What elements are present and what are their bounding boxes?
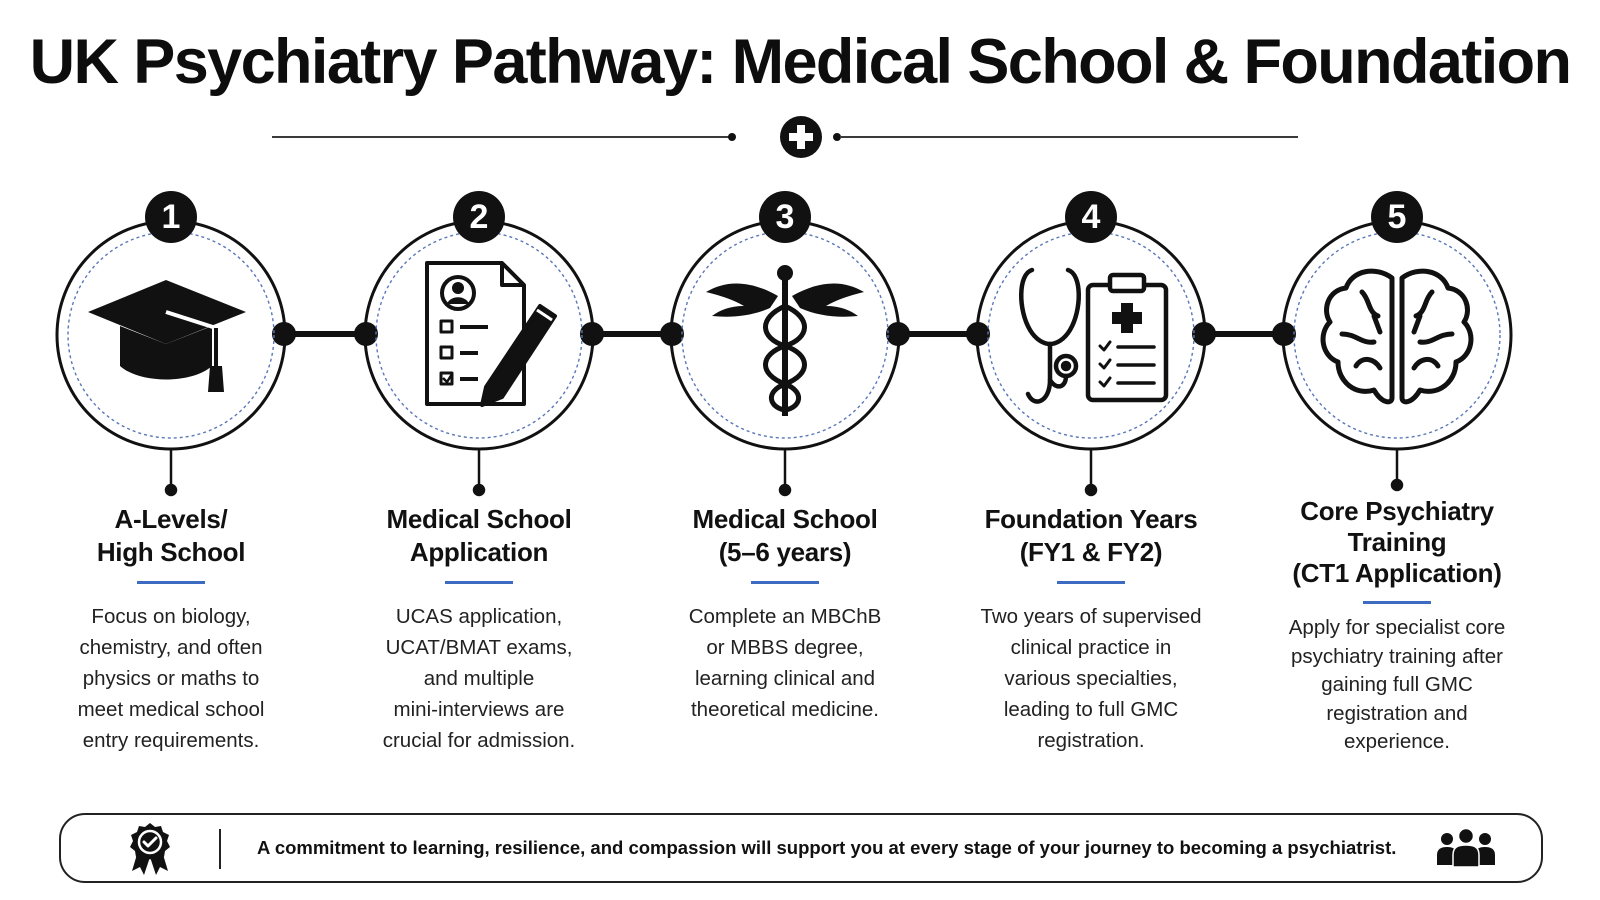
step-rule-1 bbox=[137, 581, 205, 584]
step-title-4: Foundation Years (FY1 & FY2) bbox=[951, 503, 1231, 569]
step-description-3: Complete an MBChB or MBBS degree, learni… bbox=[655, 601, 915, 725]
brain-icon bbox=[1320, 268, 1474, 405]
step-description-line: meet medical school bbox=[77, 698, 265, 721]
medical-cross-icon bbox=[780, 116, 822, 158]
footer-message: A commitment to learning, resilience, an… bbox=[257, 837, 1397, 858]
step-description-line: chemistry, and often bbox=[79, 636, 263, 659]
step-rule-5 bbox=[1363, 601, 1431, 604]
caduceus-icon bbox=[706, 265, 864, 416]
step-title-1: A-Levels/ High School bbox=[31, 503, 311, 569]
step-description-2: UCAS application, UCAT/BMAT exams, and m… bbox=[349, 601, 609, 756]
step-title-line: Foundation Years bbox=[984, 504, 1198, 534]
step-description-line: learning clinical and bbox=[694, 667, 876, 690]
step-description-line: clinical practice in bbox=[1010, 636, 1172, 659]
step-circle-5 bbox=[1281, 219, 1513, 451]
step-title-line: Application bbox=[409, 537, 549, 567]
step-description-1: Focus on biology, chemistry, and often p… bbox=[41, 601, 301, 756]
step-description-line: theoretical medicine. bbox=[690, 698, 879, 721]
step-description-line: and multiple bbox=[423, 667, 535, 690]
step-description-4: Two years of supervised clinical practic… bbox=[961, 601, 1221, 756]
step-title-2: Medical School Application bbox=[339, 503, 619, 569]
step-description-line: physics or maths to bbox=[82, 667, 260, 690]
step-title-3: Medical School (5–6 years) bbox=[645, 503, 925, 569]
footer-divider bbox=[219, 829, 221, 869]
step-title-line: Training bbox=[1347, 527, 1447, 557]
step-description-line: registration and bbox=[1326, 701, 1468, 725]
step-title-line: (FY1 & FY2) bbox=[1019, 537, 1163, 567]
step-description-line: Focus on biology, bbox=[91, 605, 251, 628]
header-dot-right bbox=[833, 133, 841, 141]
step-circle-4 bbox=[975, 219, 1207, 451]
step-rule-4 bbox=[1057, 581, 1125, 584]
step-description-line: leading to full GMC bbox=[1003, 698, 1179, 721]
step-number-4: 4 bbox=[1065, 191, 1117, 243]
step-description-line: crucial for admission. bbox=[382, 729, 576, 752]
step-number-3: 3 bbox=[759, 191, 811, 243]
step-circle-2 bbox=[363, 219, 595, 451]
step-description-line: various specialties, bbox=[1004, 667, 1178, 690]
step-description-line: registration. bbox=[1037, 729, 1145, 752]
step-number-5: 5 bbox=[1371, 191, 1423, 243]
step-rule-3 bbox=[751, 581, 819, 584]
step-title-5: Core Psychiatry Training (CT1 Applicatio… bbox=[1257, 496, 1537, 589]
step-description-5: Apply for specialist core psychiatry tra… bbox=[1267, 614, 1527, 757]
step-description-line: gaining full GMC bbox=[1321, 673, 1473, 696]
step-description-line: psychiatry training after bbox=[1291, 644, 1503, 668]
drop-connectors bbox=[164, 449, 1404, 497]
footer-banner: A commitment to learning, resilience, an… bbox=[59, 813, 1543, 883]
page-title: UK Psychiatry Pathway: Medical School & … bbox=[29, 27, 1572, 97]
step-description-line: or MBBS degree, bbox=[706, 636, 864, 659]
step-title-line: A-Levels/ bbox=[114, 504, 228, 534]
header-rule-right bbox=[840, 136, 1298, 138]
step-number-2: 2 bbox=[453, 191, 505, 243]
header-rule-left bbox=[272, 136, 730, 138]
step-description-line: UCAT/BMAT exams, bbox=[385, 636, 573, 659]
step-description-line: Complete an MBChB bbox=[688, 605, 882, 628]
application-form-icon bbox=[425, 261, 557, 407]
step-description-line: UCAS application, bbox=[395, 605, 563, 628]
graduation-cap-icon bbox=[88, 280, 246, 392]
stethoscope-clipboard-icon bbox=[1019, 267, 1169, 404]
step-rule-2 bbox=[445, 581, 513, 584]
step-title-line: Medical School bbox=[386, 504, 572, 534]
award-badge-icon bbox=[130, 823, 170, 875]
step-title-line: (CT1 Application) bbox=[1292, 558, 1502, 588]
step-title-line: (5–6 years) bbox=[718, 537, 852, 567]
step-title-line: High School bbox=[96, 537, 246, 567]
step-title-line: Core Psychiatry bbox=[1300, 496, 1494, 526]
step-description-line: mini-interviews are bbox=[393, 698, 565, 721]
step-description-line: experience. bbox=[1344, 730, 1450, 753]
step-description-line: Apply for specialist core bbox=[1288, 616, 1506, 639]
step-title-line: Medical School bbox=[692, 504, 878, 534]
people-group-icon bbox=[1437, 827, 1495, 868]
header-dot-left bbox=[728, 133, 736, 141]
step-number-1: 1 bbox=[145, 191, 197, 243]
step-description-line: entry requirements. bbox=[82, 729, 260, 752]
step-description-line: Two years of supervised bbox=[980, 605, 1202, 628]
